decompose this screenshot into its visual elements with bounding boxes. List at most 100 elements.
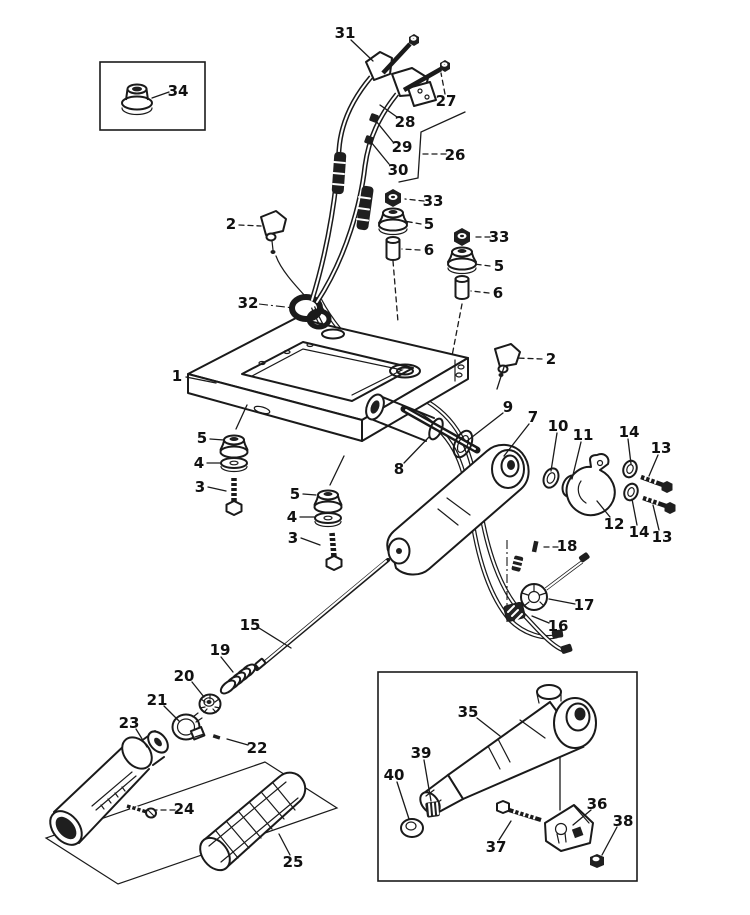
swivel-shaft [400,405,481,459]
part-label-12: 12 [604,515,625,533]
mount-stack-33-5-6 [447,228,477,300]
spacer-6 [454,275,470,283]
washer-4 [314,512,342,524]
part-label-26: 26 [445,146,466,164]
cable-connector-2-right [494,343,521,377]
part-label-7: 7 [528,408,538,426]
part-label-17: 17 [574,596,595,614]
part-label-4b: 4 [287,508,297,526]
handle-group-frame [44,761,339,885]
part-label-6a: 6 [424,241,434,259]
base-hole [321,328,345,340]
part-label-3b: 3 [288,529,298,547]
part-label-10: 10 [548,417,569,435]
handle-tube-23 [49,730,169,846]
cable-bracket-31 [365,34,450,107]
part-label-39: 39 [411,744,432,762]
cable-end-cap [560,643,573,654]
part-label-15: 15 [240,616,261,634]
inset-box-grommet-34 [99,61,206,131]
swivel-arm-7 [386,443,530,576]
inset-box-throttle-arm [377,671,638,882]
part-label-27: 27 [436,92,457,110]
pivot-hardware-right [542,453,676,517]
mount-stack-33-5-6 [378,189,408,261]
part-label-13a: 13 [651,439,672,457]
bushing-39 [425,801,440,818]
washer-10 [542,467,560,489]
bracket-bolt [402,60,450,92]
part-label-30: 30 [388,161,409,179]
base-boss [389,363,421,379]
part-label-19: 19 [210,641,231,659]
bolt-3 [325,532,343,571]
throttle-cable-wheel-group [503,540,590,624]
handle-screw-24 [126,804,157,819]
cable-connector-2-left [260,210,307,298]
part-label-14b: 14 [629,523,650,541]
mount-stack-5-4-3 [313,489,343,571]
part-label-32: 32 [238,294,259,312]
washer-14 [623,482,639,502]
part-label-40: 40 [384,766,405,784]
washer-14 [622,459,638,479]
part-label-5c: 5 [197,429,207,447]
part-label-2b: 2 [546,350,556,368]
tiller-shaft-15 [254,557,391,672]
throttle-spring-19 [219,663,257,695]
oring-8 [428,417,444,441]
part-label-11: 11 [573,426,594,444]
clamp-block-36 [544,804,594,852]
part-label-37: 37 [486,838,507,856]
friction-nut-20 [198,693,222,715]
bracket-bolt [381,34,419,75]
nut-38 [590,854,604,868]
pin-22 [212,734,221,740]
part-label-21: 21 [147,691,168,709]
washer-9 [452,429,474,459]
part-label-5d: 5 [290,485,300,503]
part-label-33b: 33 [489,228,510,246]
part-label-36: 36 [587,795,608,813]
pin-18 [531,540,539,553]
bolt-37 [496,800,542,823]
part-label-28: 28 [395,113,416,131]
bolt-3 [225,478,243,516]
bolt-13 [640,474,673,493]
part-label-3a: 3 [195,478,205,496]
part-label-29: 29 [392,138,413,156]
throttle-cables-upper [309,75,399,304]
leader-lines [135,39,660,856]
cam-bracket-12 [565,453,616,517]
part-label-38: 38 [613,812,634,830]
part-label-2a: 2 [226,215,236,233]
part-label-14a: 14 [619,423,640,441]
part-label-8: 8 [394,460,404,478]
part-label-34: 34 [168,82,189,100]
mount-stack-5-4-3 [219,434,249,516]
part-label-35: 35 [458,703,479,721]
part-label-5b: 5 [494,257,504,275]
part-label-13b: 13 [652,528,673,546]
bolt-13 [642,495,676,514]
washer-4 [220,457,248,469]
part-label-1: 1 [172,367,182,385]
grommet-34-part [121,83,153,116]
spacer-6 [385,236,401,244]
part-label-31: 31 [335,24,356,42]
part-label-25: 25 [283,853,304,871]
handle-grip-25 [199,771,307,872]
cable-end-cap [551,629,564,639]
washer-40 [400,818,424,838]
part-label-23: 23 [119,714,140,732]
part-label-24: 24 [174,800,195,818]
part-label-4a: 4 [194,454,204,472]
part-label-33a: 33 [423,192,444,210]
part-label-9: 9 [503,398,513,416]
part-label-22: 22 [247,739,268,757]
part-label-6b: 6 [493,284,503,302]
part-label-16: 16 [548,617,569,635]
